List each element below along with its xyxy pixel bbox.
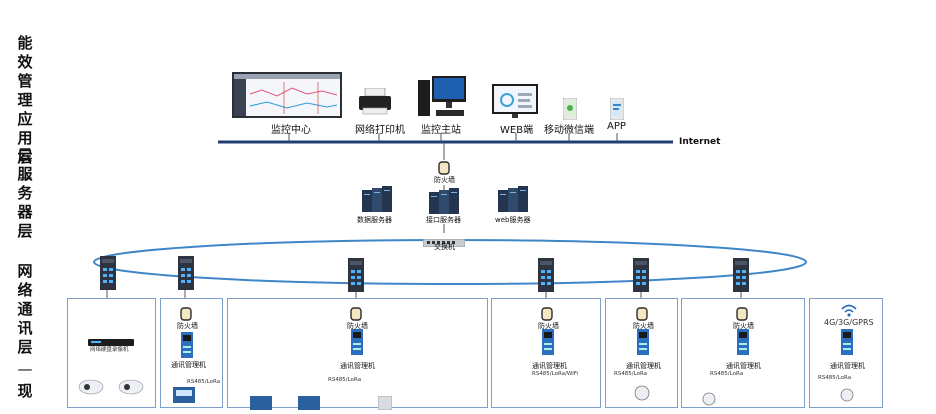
switch-icon (422, 232, 466, 248)
sensor-icon (634, 385, 650, 401)
comm-manager-icon (181, 332, 193, 358)
comm-manager-label: 通讯管理机 (830, 362, 865, 370)
firewall-label: 防火墙 (177, 322, 198, 330)
layer-label-field: 现 (17, 382, 33, 400)
server-icon (496, 186, 530, 212)
comm-manager-icon (637, 329, 649, 355)
comm-manager-label: 通讯管理机 (340, 362, 375, 370)
camera-icon (78, 375, 104, 395)
wireless-label: 4G/3G/GPRS (824, 318, 874, 327)
switch-label: 交换机 (434, 243, 455, 251)
firewall-label: 防火墙 (733, 322, 754, 330)
firewall-icon (541, 306, 553, 321)
industrial-switch-icon (538, 258, 554, 292)
firewall-icon (350, 306, 362, 321)
device-label-app: APP (607, 121, 626, 132)
field-panel-5: 防火墙 通讯管理机 RS485/LoRa (681, 298, 805, 408)
meter-icon (173, 387, 195, 403)
comm-manager-icon (351, 329, 363, 355)
firewall-label: 防火墙 (538, 322, 559, 330)
bus-label: RS485/LoRa (328, 377, 362, 383)
industrial-switch-icon (348, 258, 364, 292)
wifi-icon (840, 302, 858, 317)
bus-label: RS485/LoRa (187, 379, 221, 385)
comm-manager-label: 通讯管理机 (626, 362, 661, 370)
firewall-icon (438, 160, 450, 175)
device-label-wechat: 移动微信端 (544, 125, 594, 136)
field-panel-4: 防火墙 通讯管理机 RS485/LoRa (605, 298, 678, 408)
web-monitor-icon (492, 84, 538, 120)
comm-manager-icon (737, 329, 749, 355)
industrial-switch-icon (633, 258, 649, 292)
monitor-wall-icon (232, 72, 342, 118)
camera-icon (118, 375, 144, 395)
field-panel-2: 防火墙 通讯管理机 RS485/LoRa (227, 298, 488, 411)
device-label-web: WEB端 (500, 125, 534, 136)
device-label-printer: 网络打印机 (355, 125, 405, 136)
app-phone-icon (609, 97, 625, 121)
firewall-icon (636, 306, 648, 321)
device-label-master-station: 监控主站 (421, 125, 461, 136)
meter-icon (298, 395, 320, 410)
meter-icon (377, 395, 393, 411)
field-panel-3: 防火墙 通讯管理机 RS485/LoRa/WiFi (491, 298, 601, 408)
server-icon (360, 186, 394, 212)
comm-manager-icon (542, 329, 554, 355)
nvr-label: 网络硬盘录像机 (90, 347, 129, 353)
layer-separator: — (17, 220, 33, 238)
nvr-icon (88, 332, 134, 346)
firewall-label: 防火墙 (347, 322, 368, 330)
industrial-switch-icon (733, 258, 749, 292)
bus-label: RS485/LoRa (614, 371, 648, 377)
layer-label-app: 能效管理应用层 (17, 34, 33, 166)
firewall-icon (736, 306, 748, 321)
meter-icon (250, 395, 272, 410)
field-panel-1: 防火墙 通讯管理机 RS485/LoRa (160, 298, 223, 408)
industrial-switch-icon (178, 256, 194, 290)
server-label-data: 数据服务器 (357, 216, 392, 224)
comm-manager-label: 通讯管理机 (171, 361, 206, 369)
bus-label: RS485/LoRa (818, 375, 852, 381)
layer-separator: — (17, 168, 33, 186)
printer-icon (357, 87, 393, 116)
server-label-interface: 接口服务器 (426, 216, 461, 224)
comm-manager-label: 通讯管理机 (532, 362, 567, 370)
device-links (288, 133, 618, 233)
firewall-label: 防火墙 (633, 322, 654, 330)
comm-manager-icon (841, 329, 853, 355)
firewall-label: 防火墙 (434, 176, 455, 184)
workstation-icon (418, 76, 468, 118)
internet-label: Internet (679, 137, 721, 147)
firewall-icon (180, 306, 192, 321)
bus-label: RS485/LoRa/WiFi (532, 371, 579, 377)
device-label-monitor-center: 监控中心 (271, 125, 311, 136)
sensor-icon (702, 391, 716, 406)
layer-label-cloud: 云服务器层 (17, 146, 33, 240)
field-panel-wireless: 4G/3G/GPRS 通讯管理机 RS485/LoRa (809, 298, 883, 408)
field-panel-video: 网络硬盘录像机 (67, 298, 156, 408)
layer-separator: — (17, 360, 33, 378)
wechat-phone-icon (562, 97, 578, 121)
layer-label-network: 网络通讯层 (17, 262, 33, 356)
industrial-switch-icon (100, 256, 116, 290)
server-label-web: web服务器 (495, 216, 531, 224)
server-icon (427, 188, 461, 214)
bus-label: RS485/LoRa (710, 371, 744, 377)
sensor-icon (840, 387, 854, 402)
comm-manager-label: 通讯管理机 (726, 362, 761, 370)
